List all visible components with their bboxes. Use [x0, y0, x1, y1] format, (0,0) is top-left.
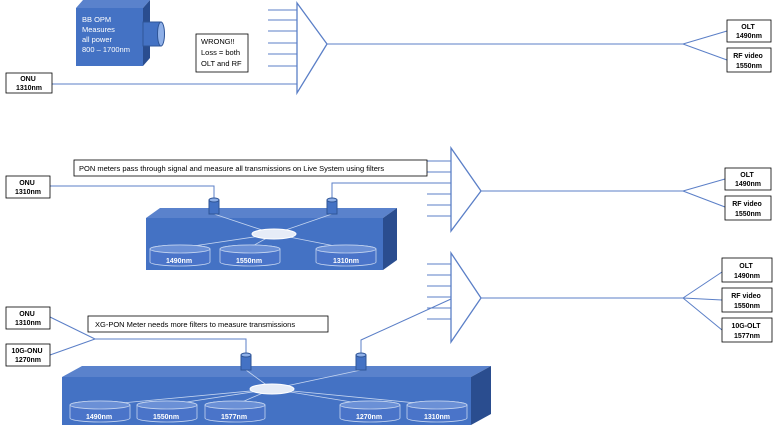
- svg-text:RF video 1550nm: RF video 1550nm: [732, 201, 764, 218]
- section-bb-opm: [52, 9, 728, 85]
- onu2-l1: 1310nm: [15, 189, 41, 196]
- svg-text:10G-OLT 1577nm: 10G-OLT 1577nm: [732, 323, 763, 340]
- note-line-2: OLT and RF: [201, 59, 242, 68]
- xgpon-meter-device: 1490nm 1550nm 1577nm 1270nm 1310nm: [62, 352, 491, 425]
- filter2-2: 1310nm: [333, 258, 359, 265]
- filter3-1: 1550nm: [153, 414, 179, 421]
- opm-line-0: BB OPM: [82, 15, 111, 24]
- callout-xgpon: XG-PON Meter needs more filters to measu…: [87, 315, 329, 333]
- onu10g-l0: 10G-ONU: [11, 348, 42, 355]
- rf-box-2: RF video 1550nm: [724, 195, 772, 221]
- rf1-l0: RF video: [733, 53, 763, 60]
- callout-pon: PON meters pass through signal and measu…: [73, 159, 428, 177]
- rf3-l1: 1550nm: [734, 303, 760, 310]
- olt10g-box-3: 10G-OLT 1577nm: [721, 317, 773, 343]
- olt3-l0: OLT: [739, 263, 753, 270]
- svg-text:OLT 1490nm: OLT 1490nm: [735, 172, 761, 188]
- filter2-0: 1490nm: [166, 258, 192, 265]
- onu10g-l1: 1270nm: [15, 357, 41, 364]
- onu1-l1: 1310nm: [16, 85, 42, 92]
- olt2-l0: OLT: [740, 172, 754, 179]
- olt3-l1: 1490nm: [734, 273, 760, 280]
- filter3-4: 1310nm: [424, 414, 450, 421]
- opm-text: BB OPM Measures all power 800 – 1700nm: [82, 15, 130, 54]
- filter3-3: 1270nm: [356, 414, 382, 421]
- olt1-l0: OLT: [741, 24, 755, 31]
- pon-meter-device: 1490nm 1550nm 1310nm: [146, 197, 397, 270]
- svg-text:RF video 1550nm: RF video 1550nm: [731, 293, 763, 310]
- svg-text:ONU 1310nm: ONU 1310nm: [15, 180, 41, 196]
- rf-box-3: RF video 1550nm: [721, 287, 773, 313]
- note-wrong: WRONG!! Loss = both OLT and RF: [195, 33, 249, 73]
- filter2-1: 1550nm: [236, 258, 262, 265]
- svg-text:OLT 1490nm: OLT 1490nm: [734, 263, 760, 280]
- svg-text:RF video 1550nm: RF video 1550nm: [733, 53, 765, 70]
- filter3-2: 1577nm: [221, 414, 247, 421]
- section-pon-meter: [50, 160, 726, 217]
- olt10g-l0: 10G-OLT: [732, 323, 762, 330]
- onu3-l0: ONU: [19, 311, 35, 318]
- section-xgpon-meter: [49, 263, 723, 356]
- rf-box-1: RF video 1550nm: [726, 47, 772, 73]
- onu-box-3: ONU 1310nm: [5, 306, 51, 330]
- onu10g-box-3: 10G-ONU 1270nm: [5, 343, 51, 367]
- rf1-l1: 1550nm: [736, 63, 762, 70]
- onu-box-2: ONU 1310nm: [5, 175, 51, 199]
- opm-line-3: 800 – 1700nm: [82, 45, 130, 54]
- olt-box-2: OLT 1490nm: [724, 167, 772, 191]
- svg-text:1490nm 1550nm 1577: 1490nm 1550nm 1577nm 1270nm 1310nm: [86, 414, 450, 421]
- svg-text:ONU 1310nm: ONU 1310nm: [15, 311, 41, 327]
- olt1-l1: 1490nm: [736, 33, 762, 40]
- svg-text:WRONG!! Loss = both: WRONG!! Loss = both OLT and RF: [201, 37, 242, 68]
- splitter-1: [296, 1, 328, 96]
- rf2-l0: RF video: [732, 201, 762, 208]
- callout-xgpon-text: XG-PON Meter needs more filters to measu…: [95, 320, 295, 329]
- onu2-l0: ONU: [19, 180, 35, 187]
- filter3-0: 1490nm: [86, 414, 112, 421]
- svg-text:1490nm 1550nm 1310: 1490nm 1550nm 1310nm: [166, 258, 359, 265]
- rf3-l0: RF video: [731, 293, 761, 300]
- olt10g-l1: 1577nm: [734, 333, 760, 340]
- opm-line-1: Measures: [82, 25, 115, 34]
- callout-pon-text: PON meters pass through signal and measu…: [79, 164, 384, 173]
- rf2-l1: 1550nm: [735, 211, 761, 218]
- olt2-l1: 1490nm: [735, 181, 761, 188]
- onu3-l1: 1310nm: [15, 320, 41, 327]
- olt-box-3: OLT 1490nm: [721, 257, 773, 283]
- splitter-2: [450, 145, 482, 233]
- svg-text:10G-ONU 1270nm: 10G-ONU 1270nm: [11, 348, 44, 364]
- opm-line-2: all power: [82, 35, 113, 44]
- note-line-1: Loss = both: [201, 48, 240, 57]
- onu1-l0: ONU: [20, 76, 36, 83]
- olt-box-1: OLT 1490nm: [726, 19, 772, 43]
- note-line-0: WRONG!!: [201, 37, 235, 46]
- onu-box-1: ONU 1310nm: [5, 72, 53, 94]
- splitter-3: [450, 250, 482, 345]
- svg-text:ONU 1310nm: ONU 1310nm: [16, 76, 42, 92]
- bb-opm-device: BB OPM Measures all power 800 – 1700nm: [76, 0, 165, 66]
- svg-text:OLT 1490nm: OLT 1490nm: [736, 24, 762, 40]
